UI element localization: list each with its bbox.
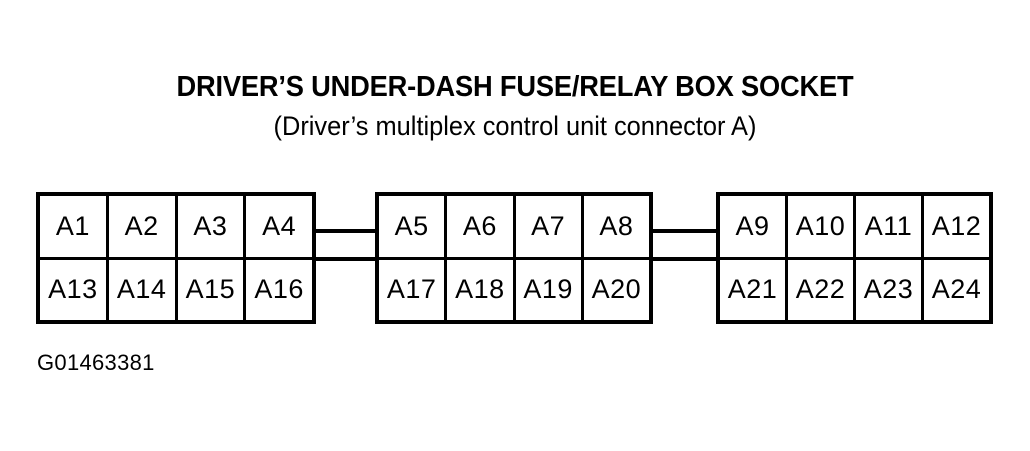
pin-cell-a4[interactable]: A4	[262, 210, 297, 241]
connector-block-2: A5 A6 A7 A8 A17 A18 A19 A20	[375, 192, 653, 324]
ribbon-line-lower	[300, 257, 392, 261]
pin-cell-a18[interactable]: A18	[447, 259, 516, 320]
pin-cell-a19[interactable]: A19	[516, 259, 584, 320]
pin-cell-a20[interactable]: A20	[591, 274, 642, 305]
pin-cell-a10[interactable]: A10	[788, 196, 856, 257]
connector-block-1-top-row: A1 A2 A3 A4	[40, 196, 312, 260]
pin-cell-a23[interactable]: A23	[856, 259, 924, 320]
pin-cell-a6[interactable]: A6	[447, 196, 516, 257]
connector-block-1: A1 A2 A3 A4 A13 A14 A15 A16	[36, 192, 316, 324]
pin-cell-a17[interactable]: A17	[379, 259, 448, 320]
ribbon-connector-block2-block3	[641, 229, 731, 261]
pin-cell-a8[interactable]: A8	[599, 210, 634, 241]
page-subtitle: (Driver’s multiplex control unit connect…	[273, 111, 757, 141]
pin-cell-a1[interactable]: A1	[40, 196, 109, 257]
pin-cell-a3[interactable]: A3	[178, 196, 247, 257]
pin-cell-a15[interactable]: A15	[178, 259, 247, 320]
figure-caption: G01463381	[37, 350, 155, 375]
pin-cell-a11[interactable]: A11	[856, 196, 924, 257]
pin-cell-a7[interactable]: A7	[516, 196, 584, 257]
ribbon-line-lower	[641, 257, 731, 261]
page-title: DRIVER’S UNDER-DASH FUSE/RELAY BOX SOCKE…	[176, 71, 854, 103]
connector-block-2-top-row: A5 A6 A7 A8	[379, 196, 649, 260]
connector-block-1-bottom-row: A13 A14 A15 A16	[40, 259, 312, 320]
pin-cell-a16[interactable]: A16	[254, 274, 304, 305]
ribbon-connector-block1-block2	[300, 229, 392, 261]
pin-cell-a12[interactable]: A12	[931, 210, 982, 241]
ribbon-line-upper	[300, 229, 392, 233]
connector-block-3-top-row: A9 A10 A11 A12	[720, 196, 989, 260]
pin-cell-a21[interactable]: A21	[720, 259, 788, 320]
pin-cell-a9[interactable]: A9	[720, 196, 788, 257]
pin-cell-a24[interactable]: A24	[931, 274, 982, 305]
connector-block-2-bottom-row: A17 A18 A19 A20	[379, 259, 649, 320]
pin-cell-a5[interactable]: A5	[379, 196, 448, 257]
ribbon-line-upper	[641, 229, 731, 233]
pin-cell-a13[interactable]: A13	[40, 259, 109, 320]
connector-block-3-bottom-row: A21 A22 A23 A24	[720, 259, 989, 320]
pin-cell-a22[interactable]: A22	[788, 259, 856, 320]
pin-cell-a2[interactable]: A2	[109, 196, 178, 257]
pin-cell-a14[interactable]: A14	[109, 259, 178, 320]
connector-block-3: A9 A10 A11 A12 A21 A22 A23 A24	[716, 192, 993, 324]
